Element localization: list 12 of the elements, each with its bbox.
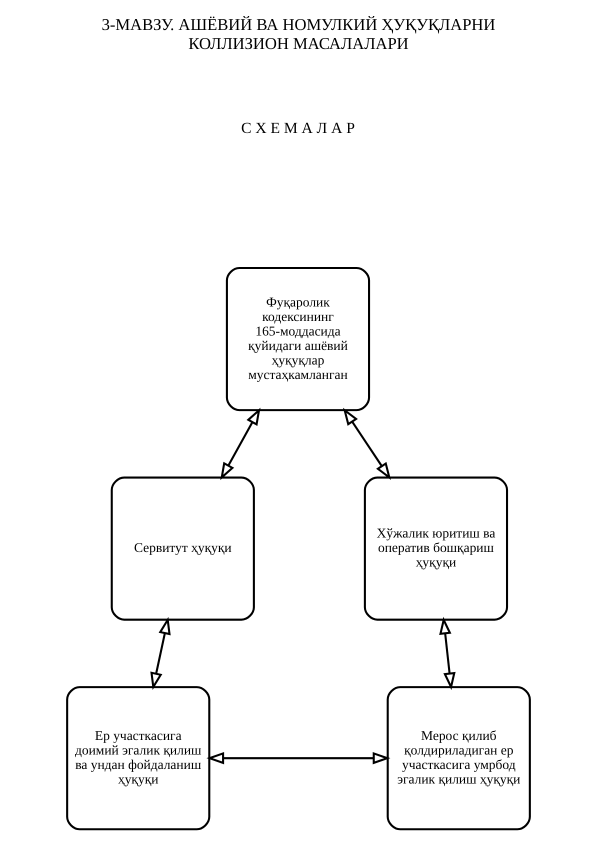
diagram-title: 3-МАВЗУ. АШЁВИЙ ВА НОМУЛКИЙ ҲУҚУҚЛАРНИ КОЛЛИЗИОН МАСАЛАЛАРИ: [101, 15, 495, 53]
arrow: [150, 616, 170, 690]
node-box: Хўжалик юритиш ва оператив бошқариш ҳуқуқи: [363, 476, 508, 621]
arrow: [438, 616, 456, 690]
arrow: [220, 408, 260, 480]
arrow: [206, 752, 390, 764]
arrow: [342, 408, 391, 480]
node-box: Мерос қилиб қолдириладиган ер участкасига умрбод эгалик қилиш ҳуқуқи: [386, 686, 530, 830]
node-box: Ер участкасига доимий эгалик қилиш ва ундан фойдаланиш ҳуқуқи: [66, 686, 210, 830]
node-box: Фуқаролик кодексининг 165-моддасида қуйидаги ашёвий ҳуқуқлар мустаҳкамланган: [225, 266, 370, 412]
node-box: Сервитут ҳуқуқи: [110, 476, 254, 621]
label: С Х Е М А Л А Р: [240, 120, 354, 138]
